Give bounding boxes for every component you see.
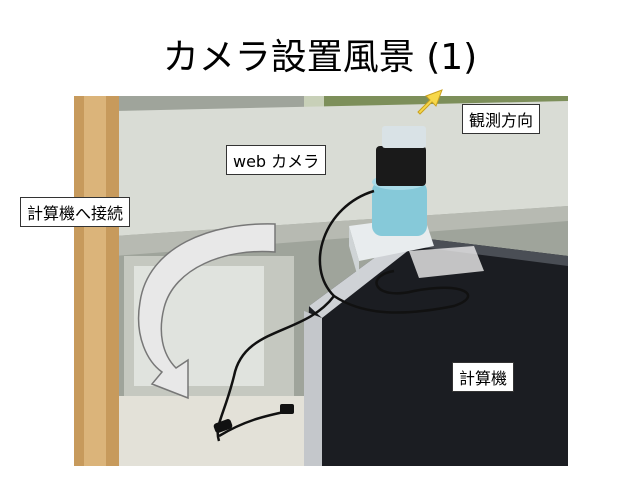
photo-illustration bbox=[74, 96, 568, 466]
label-connect-to-computer: 計算機へ接続 bbox=[20, 197, 131, 227]
setup-photo bbox=[74, 96, 568, 466]
label-observation-direction: 観測方向 bbox=[462, 104, 541, 134]
arrow-up-right-icon bbox=[417, 89, 443, 115]
curved-arrow-down-icon bbox=[137, 223, 276, 400]
slide-title: カメラ設置風景 (1) bbox=[162, 37, 478, 78]
label-web-camera: web カメラ bbox=[226, 145, 327, 175]
label-computer: 計算機 bbox=[452, 362, 515, 392]
